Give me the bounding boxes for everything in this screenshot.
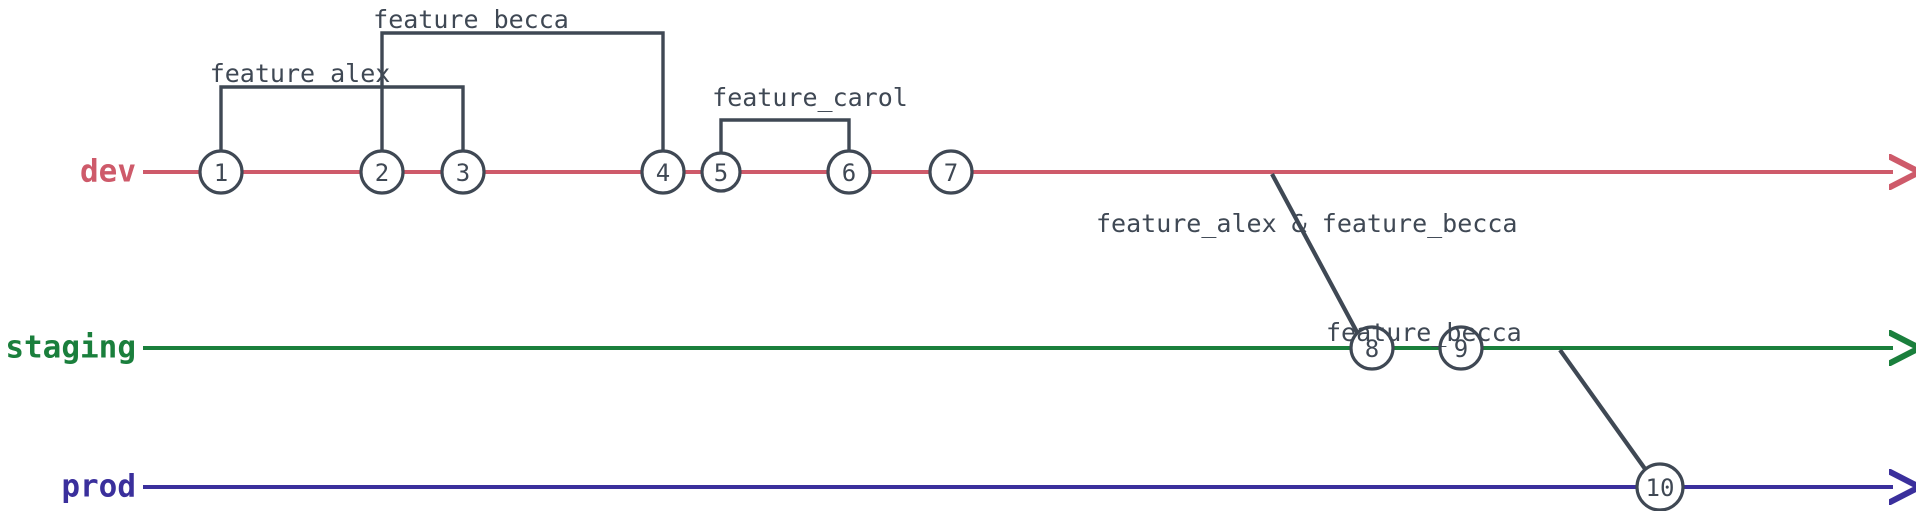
commit-number-8: 8	[1365, 335, 1379, 363]
feature-label-alex: feature_alex	[210, 59, 391, 88]
bracket-feature-becca	[380, 31, 665, 172]
merge-line-staging-to-prod	[1558, 348, 1650, 475]
commit-node-6[interactable]: 6	[826, 149, 872, 195]
commit-number-6: 6	[842, 159, 856, 187]
commit-number-1: 1	[214, 159, 228, 187]
bracket-feature-alex	[219, 85, 465, 172]
commit-node-2[interactable]: 2	[359, 149, 405, 195]
merge-line-dev-to-staging	[1270, 173, 1360, 335]
feature-label-becca: feature_becca	[373, 5, 569, 34]
commit-number-5: 5	[714, 159, 728, 187]
branch-label-prod: prod	[61, 469, 136, 505]
branch-label-dev: dev	[80, 154, 136, 190]
feature-labels-group: feature_alex feature_becca feature_carol	[210, 5, 908, 112]
feature-label-carol: feature_carol	[712, 83, 908, 112]
merge-diagonals-group	[1270, 173, 1650, 475]
merge-labels-group: feature_alex & feature_becca feature_bec…	[1096, 209, 1522, 347]
commit-number-2: 2	[375, 159, 389, 187]
commit-node-9[interactable]: 9	[1438, 325, 1484, 371]
feature-brackets-group	[219, 31, 851, 172]
branch-label-staging: staging	[5, 330, 136, 366]
commit-node-4[interactable]: 4	[640, 149, 686, 195]
commit-number-3: 3	[456, 159, 470, 187]
branch-lines-group	[143, 172, 1893, 487]
commit-number-7: 7	[944, 159, 958, 187]
commit-node-3[interactable]: 3	[440, 149, 486, 195]
commit-node-10[interactable]: 10	[1635, 462, 1685, 511]
commit-node-8[interactable]: 8	[1349, 325, 1395, 371]
commit-node-1[interactable]: 1	[198, 149, 244, 195]
commit-node-7[interactable]: 7	[928, 149, 974, 195]
branch-labels-group: dev staging prod	[5, 154, 136, 505]
merge-label-dev-to-staging: feature_alex & feature_becca	[1096, 209, 1517, 238]
commit-number-10: 10	[1646, 474, 1675, 502]
commit-node-5[interactable]: 5	[700, 151, 742, 193]
commit-nodes-group: 1 2 3 4 5 6 7	[198, 149, 1685, 511]
commit-number-9: 9	[1454, 335, 1468, 363]
commit-number-4: 4	[656, 159, 670, 187]
bracket-feature-carol	[719, 118, 851, 172]
merge-label-staging-to-prod: feature_becca	[1326, 318, 1522, 347]
